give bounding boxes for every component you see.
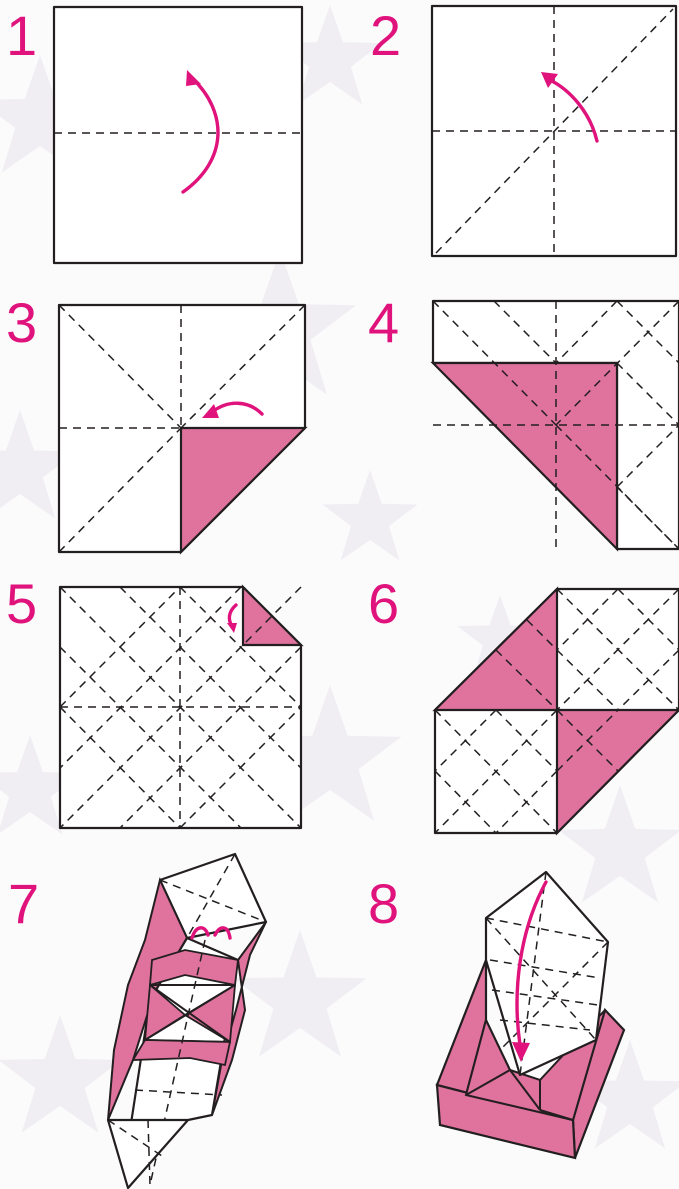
origami-box-instructions: 1 2 3 4 5 6 7 8 bbox=[0, 0, 679, 1189]
step-8-diagram bbox=[0, 0, 679, 1189]
